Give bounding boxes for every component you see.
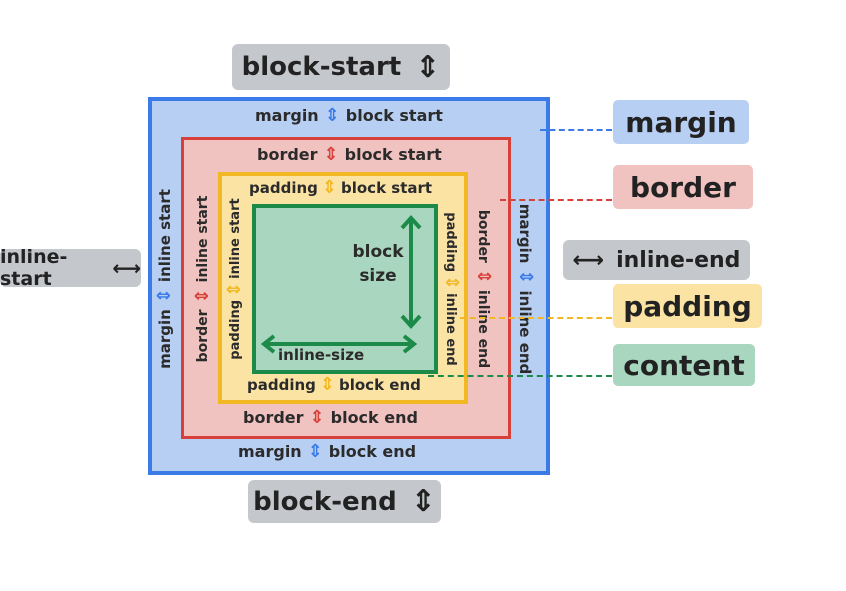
- vertical-arrow-icon: ⇕: [192, 288, 213, 304]
- vertical-arrow-icon: ⇕: [415, 49, 441, 85]
- block-size-word-1: block: [352, 242, 404, 262]
- padding-word: padding: [249, 179, 318, 197]
- horizontal-arrow-icon: ⟷: [112, 256, 141, 280]
- legend-margin: margin: [613, 100, 749, 144]
- inline-end-label: inline-end: [616, 247, 741, 273]
- legend-border: border: [613, 165, 753, 209]
- vertical-arrow-icon: ⇕: [309, 406, 325, 428]
- vertical-arrow-icon: ⇕: [473, 268, 494, 284]
- block-start-pill: block-start ⇕: [232, 44, 450, 90]
- vertical-arrow-icon: ⇕: [321, 177, 337, 198]
- inline-start-pill: inline-start ⟷: [0, 246, 141, 290]
- padding-top-label: padding ⇕ block start: [249, 177, 433, 198]
- margin-word: margin: [255, 106, 319, 125]
- padding-right-label: padding ⇕ inline end: [441, 212, 462, 365]
- block-size-word-2: size: [359, 266, 397, 286]
- border-bottom-label: border ⇕ block end: [243, 408, 418, 427]
- inline-size-label: inline-size: [278, 346, 365, 364]
- vertical-arrow-icon: ⇕: [410, 484, 436, 519]
- margin-side: inline end: [516, 290, 534, 375]
- padding-side: inline end: [443, 293, 459, 366]
- block-start-label: block-start: [241, 52, 402, 82]
- border-word: border: [243, 408, 304, 427]
- padding-word: padding: [443, 212, 459, 273]
- margin-right-label: margin ⇕ inline end: [515, 203, 536, 375]
- inline-end-pill: ⟷ inline-end: [563, 240, 750, 280]
- vertical-arrow-icon: ⇕: [307, 440, 323, 462]
- border-word: border: [257, 145, 318, 164]
- margin-side: inline start: [156, 189, 174, 283]
- legend-padding: padding: [613, 284, 762, 328]
- padding-word: padding: [227, 299, 243, 360]
- legend-content: content: [613, 344, 755, 386]
- vertical-arrow-icon: ⇕: [319, 374, 335, 395]
- border-left-label: border ⇕ inline start: [192, 196, 213, 363]
- margin-word: margin: [516, 203, 534, 264]
- content-connector: [428, 375, 612, 377]
- vertical-arrow-icon: ⇕: [324, 104, 340, 126]
- border-side: block start: [344, 145, 442, 164]
- border-connector: [500, 199, 612, 201]
- padding-connector: [460, 317, 612, 319]
- vertical-arrow-icon: ⇕: [154, 288, 175, 304]
- horizontal-arrow-icon: ⟷: [572, 247, 605, 273]
- padding-side: block end: [339, 376, 421, 394]
- padding-word: padding: [247, 376, 316, 394]
- vertical-arrow-icon: ⇕: [441, 275, 462, 291]
- border-right-label: border ⇕ inline end: [473, 210, 494, 368]
- block-size-arrow-icon: [400, 215, 422, 329]
- padding-left-label: padding ⇕ inline start: [224, 198, 245, 359]
- margin-side: block end: [328, 442, 417, 461]
- block-size-label: block size: [346, 240, 410, 288]
- block-end-pill: block-end ⇕: [248, 480, 441, 523]
- margin-side: block start: [345, 106, 443, 125]
- margin-word: margin: [156, 309, 174, 369]
- vertical-arrow-icon: ⇕: [323, 143, 339, 165]
- inline-start-label: inline-start: [0, 246, 68, 290]
- vertical-arrow-icon: ⇕: [224, 281, 245, 297]
- padding-side: inline start: [227, 198, 243, 279]
- border-side: inline start: [195, 195, 211, 283]
- margin-left-label: margin ⇕ inline start: [154, 189, 175, 369]
- border-side: inline end: [475, 289, 491, 369]
- border-word: border: [195, 309, 211, 363]
- margin-word: margin: [238, 442, 302, 461]
- margin-connector: [540, 129, 612, 131]
- border-side: block end: [330, 408, 418, 427]
- vertical-arrow-icon: ⇕: [515, 269, 536, 285]
- margin-bottom-label: margin ⇕ block end: [238, 442, 416, 461]
- padding-bottom-label: padding ⇕ block end: [247, 374, 421, 395]
- block-end-label: block-end: [253, 486, 397, 517]
- inline-size-arrow-icon: [260, 334, 418, 354]
- border-word: border: [475, 209, 491, 263]
- padding-side: block start: [341, 179, 433, 197]
- margin-top-label: margin ⇕ block start: [255, 106, 443, 125]
- border-top-label: border ⇕ block start: [257, 145, 442, 164]
